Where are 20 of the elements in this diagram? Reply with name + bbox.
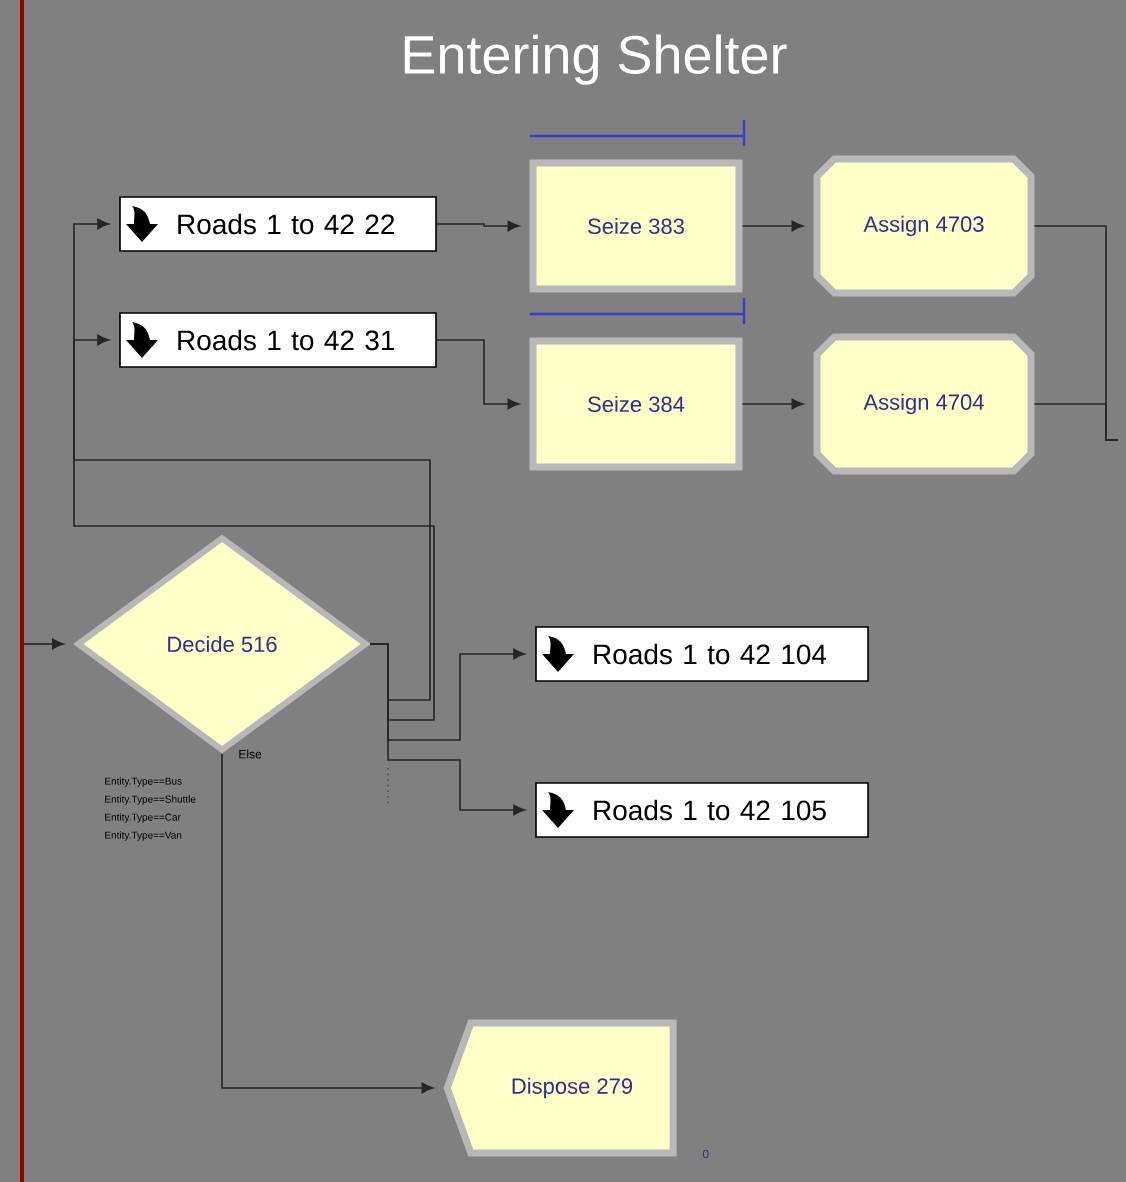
connector xyxy=(369,643,526,816)
connector xyxy=(436,220,520,232)
connector xyxy=(741,398,804,410)
module-box: Roads 1 to 42 105 xyxy=(535,782,869,838)
title: Entering Shelter xyxy=(404,34,787,85)
connector xyxy=(436,339,520,410)
module-box: Roads 1 to 42 31 xyxy=(119,312,437,368)
connector xyxy=(221,753,434,1094)
process-box: Seize 384 xyxy=(529,337,743,471)
module-box: Roads 1 to 42 22 xyxy=(119,196,437,252)
terminator-box: Dispose 279 xyxy=(443,1019,677,1157)
process-box: Seize 383 xyxy=(529,159,743,293)
module-box: Roads 1 to 42 104 xyxy=(535,626,869,682)
process-box: Assign 4704 xyxy=(813,333,1035,475)
connector xyxy=(23,638,64,650)
connector xyxy=(73,218,431,701)
connector xyxy=(741,220,804,232)
connector xyxy=(1033,403,1119,441)
connector xyxy=(73,334,435,721)
process-box: Assign 4703 xyxy=(813,155,1035,297)
